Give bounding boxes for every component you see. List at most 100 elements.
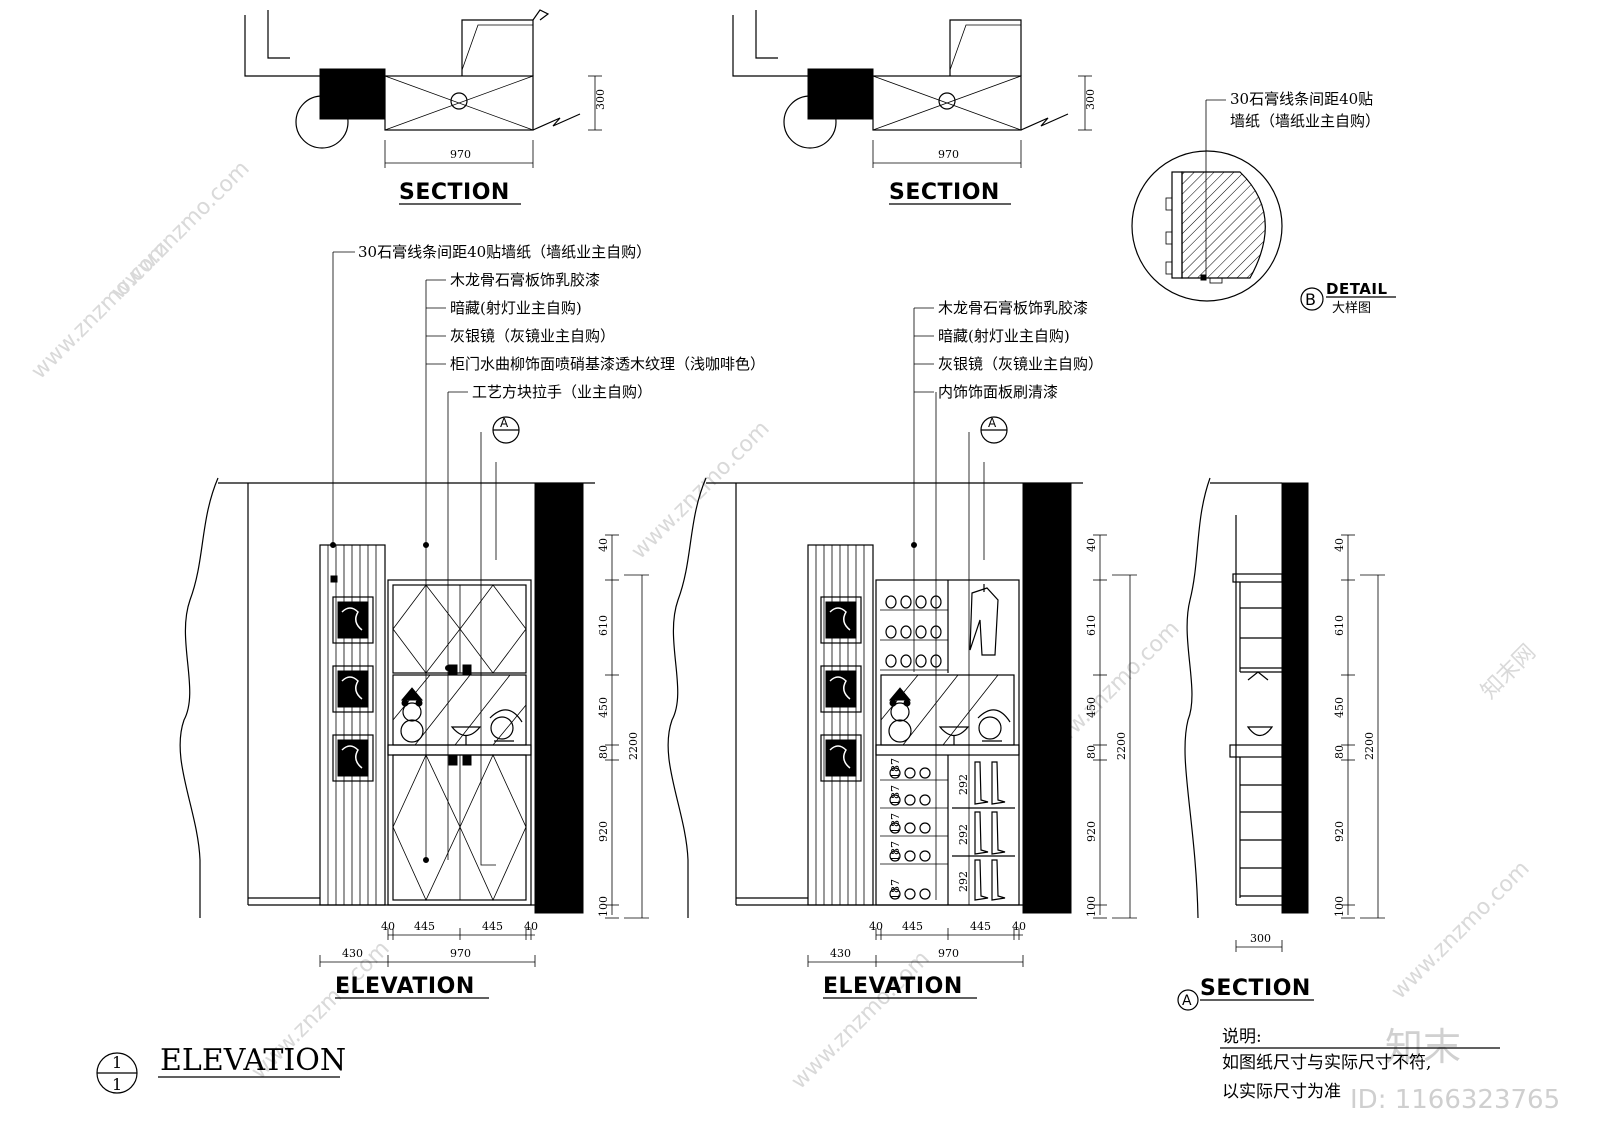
dim-value: 80 (1333, 745, 1346, 759)
dim-value: 100 (597, 896, 610, 917)
dim-value: 100 (1085, 896, 1098, 917)
dim-depth: 300 (594, 89, 607, 110)
watermark-text: www.znzmo.com (787, 946, 935, 1094)
section-marker: A (1182, 993, 1192, 1009)
art-frame (820, 596, 862, 644)
section-title: SECTION (1200, 976, 1311, 1001)
small-dim: 187 (889, 841, 902, 862)
dim-value: 450 (597, 697, 610, 718)
dim-value: 40 (1333, 538, 1346, 552)
dim-value: 920 (597, 821, 610, 842)
coat-hanging (969, 584, 999, 656)
watermark-logo: 知末 (1385, 1025, 1461, 1069)
note-line: 木龙骨石膏板饰乳胶漆 (938, 299, 1088, 317)
detail-marker: B (1305, 290, 1316, 309)
note-line: 30石膏线条间距40贴墙纸（墙纸业主自购） (358, 243, 651, 261)
note-line: 暗藏(射灯业主自购) (938, 327, 1070, 345)
section-title: SECTION (889, 180, 1000, 205)
dim-value: 970 (938, 947, 959, 960)
dim-value: 40 (1012, 920, 1026, 933)
detail-b: 30石膏线条间距40贴 墙纸（墙纸业主自购） B DETAIL 大样图 (1131, 90, 1396, 316)
watermark-text: www.znzmo.com (627, 416, 775, 564)
section-top-left: 300 970 SECTION (244, 9, 607, 205)
dim-total: 2200 (627, 732, 640, 760)
elevation-left: 30石膏线条间距40贴墙纸（墙纸业主自购） 木龙骨石膏板饰乳胶漆 暗藏(射灯业主… (179, 243, 765, 999)
bowl-decor (938, 726, 970, 745)
section-marker: A (500, 416, 509, 430)
dim-value: 610 (597, 615, 610, 636)
dim-value: 40 (597, 538, 610, 552)
art-frame (332, 734, 374, 782)
drawing-title: 1 1 ELEVATION (96, 1043, 346, 1094)
elevation-title: ELEVATION (335, 974, 475, 999)
drawing-number: 1 (112, 1075, 122, 1094)
drawing-title-text: ELEVATION (160, 1043, 346, 1078)
dim-value: 80 (597, 745, 610, 759)
striped-panel (807, 544, 874, 906)
detail-subtitle: 大样图 (1332, 301, 1371, 316)
dim-value: 40 (381, 920, 395, 933)
dim-value: 40 (869, 920, 883, 933)
shelf-dim: 292 (957, 871, 970, 892)
section-marker: A (988, 416, 997, 430)
small-dim: 187 (889, 785, 902, 806)
shelf-dim: 292 (957, 774, 970, 795)
small-dim: 187 (889, 758, 902, 779)
art-frame (820, 665, 862, 713)
dim-value: 920 (1333, 821, 1346, 842)
dim-value: 80 (1085, 745, 1098, 759)
dim-value: 450 (1085, 697, 1098, 718)
dim-total: 2200 (1363, 732, 1376, 760)
watermark-layer: www.znzmo.com www.znzmo.com www.znzmo.co… (27, 156, 1561, 1115)
globe-decor (977, 709, 1011, 742)
dim-width: 300 (1250, 932, 1271, 945)
dim-value: 970 (450, 947, 471, 960)
watermark-text: www.znzmo.com (107, 156, 255, 304)
watermark-id: ID: 1166323765 (1350, 1085, 1560, 1115)
striped-panel (319, 544, 386, 906)
elevation-title: ELEVATION (823, 974, 963, 999)
teddy-bear-figure (400, 687, 424, 743)
dim-value: 445 (482, 920, 503, 933)
dim-value: 40 (524, 920, 538, 933)
notes-box: 说明: 如图纸尺寸与实际尺寸不符, 以实际尺寸为准 (1220, 1027, 1500, 1102)
dim-total: 2200 (1115, 732, 1128, 760)
detail-note-1: 30石膏线条间距40贴 (1230, 90, 1373, 108)
notes-line: 以实际尺寸为准 (1222, 1082, 1341, 1102)
dim-value: 445 (970, 920, 991, 933)
dim-value: 610 (1085, 615, 1098, 636)
note-line: 灰银镜（灰镜业主自购） (938, 355, 1103, 373)
dim-value: 100 (1333, 896, 1346, 917)
dim-value: 40 (1085, 538, 1098, 552)
dim-value: 610 (1333, 615, 1346, 636)
dim-depth: 300 (1084, 89, 1097, 110)
detail-title: DETAIL (1326, 280, 1388, 298)
boot-pair (974, 761, 1006, 901)
dim-value: 445 (414, 920, 435, 933)
dim-width: 970 (938, 148, 959, 161)
watermark-text: www.znzmo.com (1387, 856, 1535, 1004)
note-line: 工艺方块拉手（业主自购） (472, 383, 652, 401)
dim-value: 445 (902, 920, 923, 933)
watermark-text: 知末网 (1477, 640, 1541, 704)
small-dim: 187 (889, 813, 902, 834)
notes-line: 如图纸尺寸与实际尺寸不符, (1222, 1053, 1431, 1073)
shoe-row (885, 595, 942, 668)
dim-value: 430 (342, 947, 363, 960)
notes-heading: 说明: (1222, 1027, 1262, 1047)
note-line: 木龙骨石膏板饰乳胶漆 (450, 271, 600, 289)
globe-decor (489, 709, 523, 742)
note-line: 内饰饰面板刷清漆 (938, 383, 1058, 401)
note-line: 柜门水曲柳饰面喷硝基漆透木纹理（浅咖啡色） (450, 355, 765, 373)
section-top-mid: 300 970 SECTION (732, 10, 1097, 205)
elevation-mid: 292 292 292 187 187 187 187 187 木龙骨石膏板饰乳… (667, 299, 1137, 999)
dim-width: 970 (450, 148, 471, 161)
detail-note-2: 墙纸（墙纸业主自购） (1230, 112, 1380, 130)
teddy-bear-figure (888, 687, 912, 743)
shoe-row (889, 767, 931, 900)
shelf-dim: 292 (957, 824, 970, 845)
art-frame (332, 665, 374, 713)
drawing-number: 1 (112, 1053, 122, 1072)
dim-value: 450 (1333, 697, 1346, 718)
